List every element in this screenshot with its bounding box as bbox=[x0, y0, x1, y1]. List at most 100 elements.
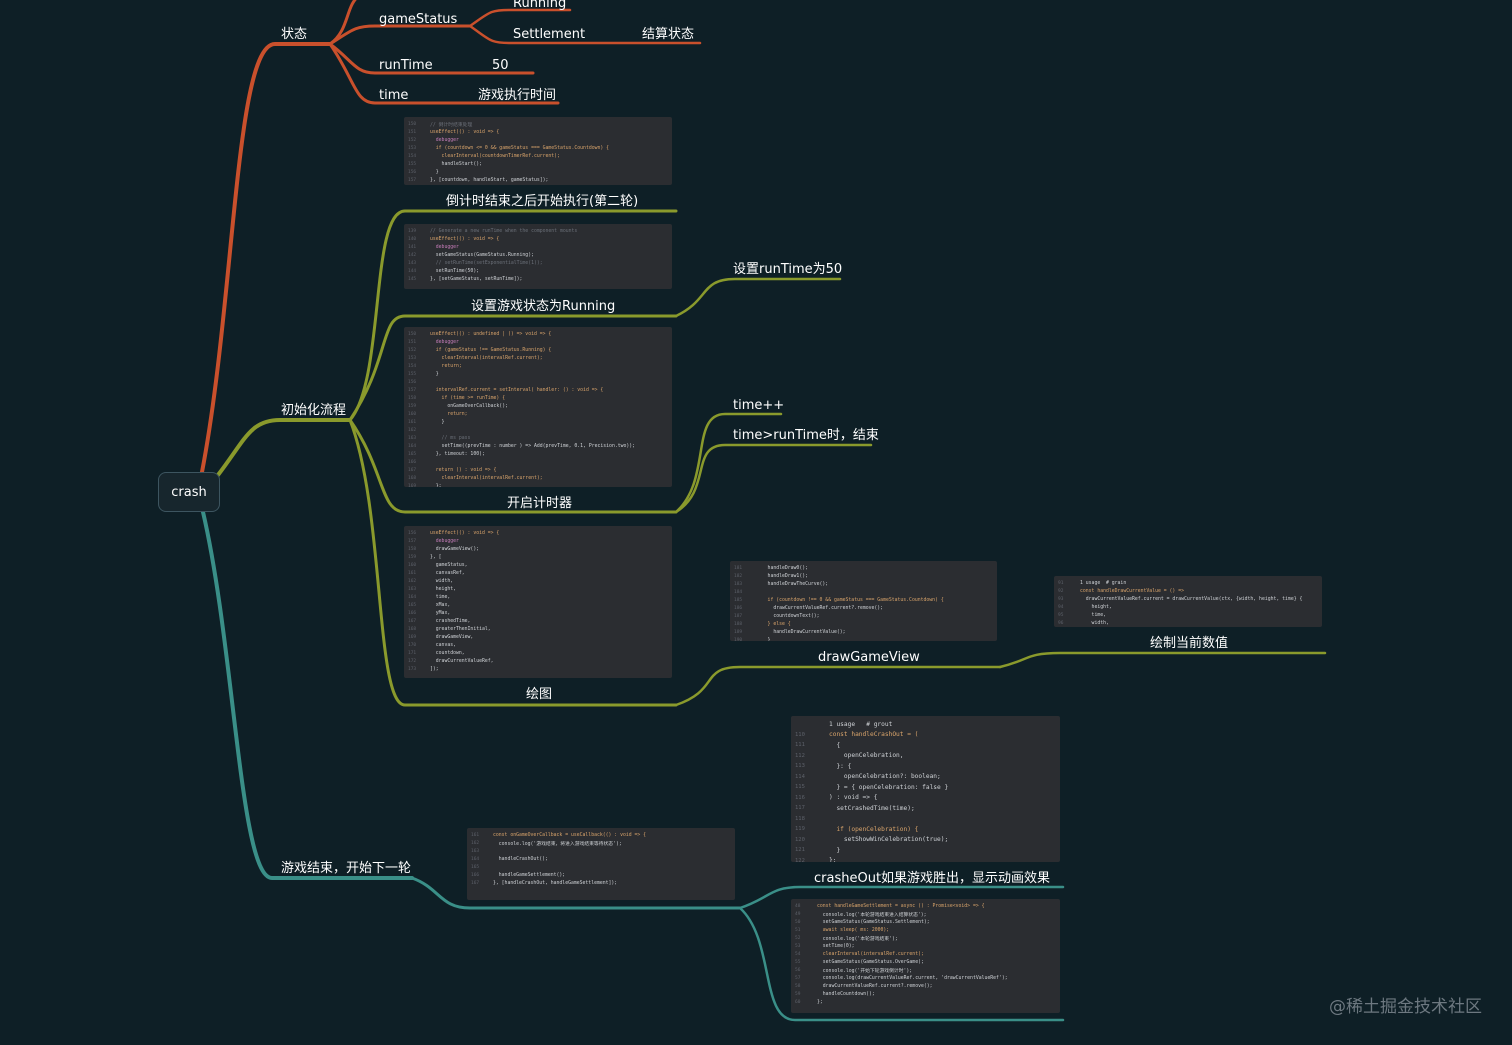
code-line: 170 canvas, bbox=[408, 641, 668, 649]
line-number: 144 bbox=[408, 268, 417, 274]
code-line: 162 console.log('游戏结束，将进入游戏结束等待状态'); bbox=[471, 839, 731, 847]
line-number: 150 bbox=[408, 121, 417, 127]
node-draw-game-view[interactable]: drawGameView bbox=[818, 650, 920, 665]
node-time-note[interactable]: 游戏执行时间 bbox=[478, 88, 557, 103]
code-line: 160 gameStatus, bbox=[408, 561, 668, 569]
code-text: console.log('本轮游戏结束进入结算状态'); bbox=[817, 912, 927, 918]
node-game-status[interactable]: gameStatus bbox=[379, 12, 458, 27]
code-text: drawGameView, bbox=[430, 634, 474, 640]
line-number: 162 bbox=[408, 427, 417, 433]
connector-init-draw bbox=[348, 418, 678, 707]
code-text: return () : void => { bbox=[430, 467, 497, 473]
line-number: 60 bbox=[795, 999, 801, 1005]
code-text: if (gameStatus !== GameStatus.Running) { bbox=[430, 347, 552, 353]
node-time[interactable]: time bbox=[379, 88, 409, 103]
line-number: 184 bbox=[734, 589, 743, 595]
code-text: setTime((prevTime : number ) => Add(prev… bbox=[430, 443, 636, 449]
code-text: clearInterval(intervalRef.current); bbox=[430, 355, 543, 361]
code-line: 153 clearInterval(intervalRef.current); bbox=[408, 354, 668, 362]
line-number: 142 bbox=[408, 252, 417, 258]
code-text: gameStatus, bbox=[430, 562, 468, 568]
node-set-runtime[interactable]: 设置runTime为50 bbox=[733, 262, 843, 277]
node-set-running[interactable]: 设置游戏状态为Running bbox=[471, 299, 616, 314]
code-line: 142 setGameStatus(GameStatus.Running); bbox=[408, 251, 668, 259]
connector-status-gamestatus bbox=[328, 0, 357, 46]
code-text: }, [handleCrashOut, handleGameSettlement… bbox=[493, 880, 618, 886]
code-line: 158 drawGameView(); bbox=[408, 545, 668, 553]
code-line: 190 } bbox=[734, 636, 993, 642]
line-number: 114 bbox=[795, 773, 805, 780]
code-text: setShowWinCelebration(true); bbox=[829, 836, 949, 844]
node-settlement[interactable]: Settlement bbox=[513, 27, 586, 42]
line-number: 152 bbox=[408, 347, 417, 353]
node-init[interactable]: 初始化流程 bbox=[281, 403, 347, 418]
node-status[interactable]: 状态 bbox=[281, 27, 308, 42]
line-number: 145 bbox=[408, 276, 417, 282]
code-line: 160 return; bbox=[408, 410, 668, 418]
connector-end-sub bbox=[410, 876, 742, 910]
line-number: 162 bbox=[471, 840, 480, 846]
node-game-end[interactable]: 游戏结束，开始下一轮 bbox=[281, 861, 412, 876]
code-text: greaterThenInitial, bbox=[430, 626, 491, 632]
line-number: 163 bbox=[408, 586, 417, 592]
root-node[interactable]: crash bbox=[158, 472, 220, 512]
code-text: debugger bbox=[430, 339, 459, 345]
code-text: time, bbox=[430, 594, 451, 600]
node-run-time-value[interactable]: 50 bbox=[492, 58, 509, 73]
line-number: 170 bbox=[408, 642, 417, 648]
code-line: 185 if (countdown !== 0 && gameStatus ==… bbox=[734, 596, 993, 604]
line-number: 143 bbox=[408, 260, 417, 266]
node-settlement-note[interactable]: 结算状态 bbox=[642, 27, 695, 42]
code-line: 166 handleGameSettlement(); bbox=[471, 871, 731, 879]
line-number: 141 bbox=[408, 244, 417, 250]
code-text: height, bbox=[1080, 604, 1112, 610]
line-number: 155 bbox=[408, 371, 417, 377]
line-number: 115 bbox=[795, 784, 805, 791]
line-number: 165 bbox=[408, 602, 417, 608]
code-line: 152 if (gameStatus !== GameStatus.Runnin… bbox=[408, 346, 668, 354]
code-text: width, bbox=[1080, 620, 1109, 626]
node-countdown-start[interactable]: 倒计时结束之后开始执行(第二轮) bbox=[446, 194, 639, 209]
node-draw[interactable]: 绘图 bbox=[526, 687, 553, 702]
code-text: useEffect(() : void => { bbox=[430, 236, 500, 242]
connector-root-end bbox=[201, 510, 414, 880]
node-run-time[interactable]: runTime bbox=[379, 58, 433, 73]
code-snippet-set-running: 139// Generate a new runTime when the co… bbox=[404, 224, 672, 289]
code-text: canvas, bbox=[430, 642, 456, 648]
code-text: }; bbox=[430, 483, 442, 488]
code-text: console.log('开始下轮游戏倒计时'); bbox=[817, 968, 913, 974]
line-number: 157 bbox=[408, 387, 417, 393]
line-number: 140 bbox=[408, 236, 417, 242]
code-line: 153 if (countdown <= 0 && gameStatus ===… bbox=[408, 144, 668, 152]
code-text: 1 usage # grout bbox=[829, 720, 893, 728]
code-line: 52 console.log('本轮游戏结束'); bbox=[795, 934, 1056, 942]
node-time-end[interactable]: time>runTime时，结束 bbox=[733, 428, 879, 443]
code-text: onGameOverCallback(); bbox=[430, 403, 508, 409]
code-text: } bbox=[756, 637, 771, 642]
line-number: 188 bbox=[734, 621, 743, 627]
line-number: 183 bbox=[734, 581, 743, 587]
code-text: useEffect(() : void => { bbox=[430, 530, 500, 536]
node-crash-out[interactable]: crasheOut如果游戏胜出，显示动画效果 bbox=[814, 871, 1051, 886]
code-line: 172 drawCurrentValueRef, bbox=[408, 657, 668, 665]
line-number: 120 bbox=[795, 836, 805, 843]
code-line: 120 setShowWinCelebration(true); bbox=[795, 835, 1056, 846]
connector-draw-gameview bbox=[674, 665, 1002, 707]
line-number: 160 bbox=[408, 411, 417, 417]
code-text: setTime(0); bbox=[817, 943, 855, 949]
line-number: 182 bbox=[734, 573, 743, 579]
node-time-inc[interactable]: time++ bbox=[733, 398, 785, 413]
connector-root-init bbox=[216, 418, 352, 477]
node-start-timer[interactable]: 开启计时器 bbox=[507, 496, 573, 511]
code-text: return; bbox=[430, 411, 468, 417]
node-draw-current-value[interactable]: 绘制当前数值 bbox=[1150, 636, 1229, 651]
node-running[interactable]: Running bbox=[513, 0, 567, 11]
connector-init-countdown bbox=[348, 209, 678, 422]
